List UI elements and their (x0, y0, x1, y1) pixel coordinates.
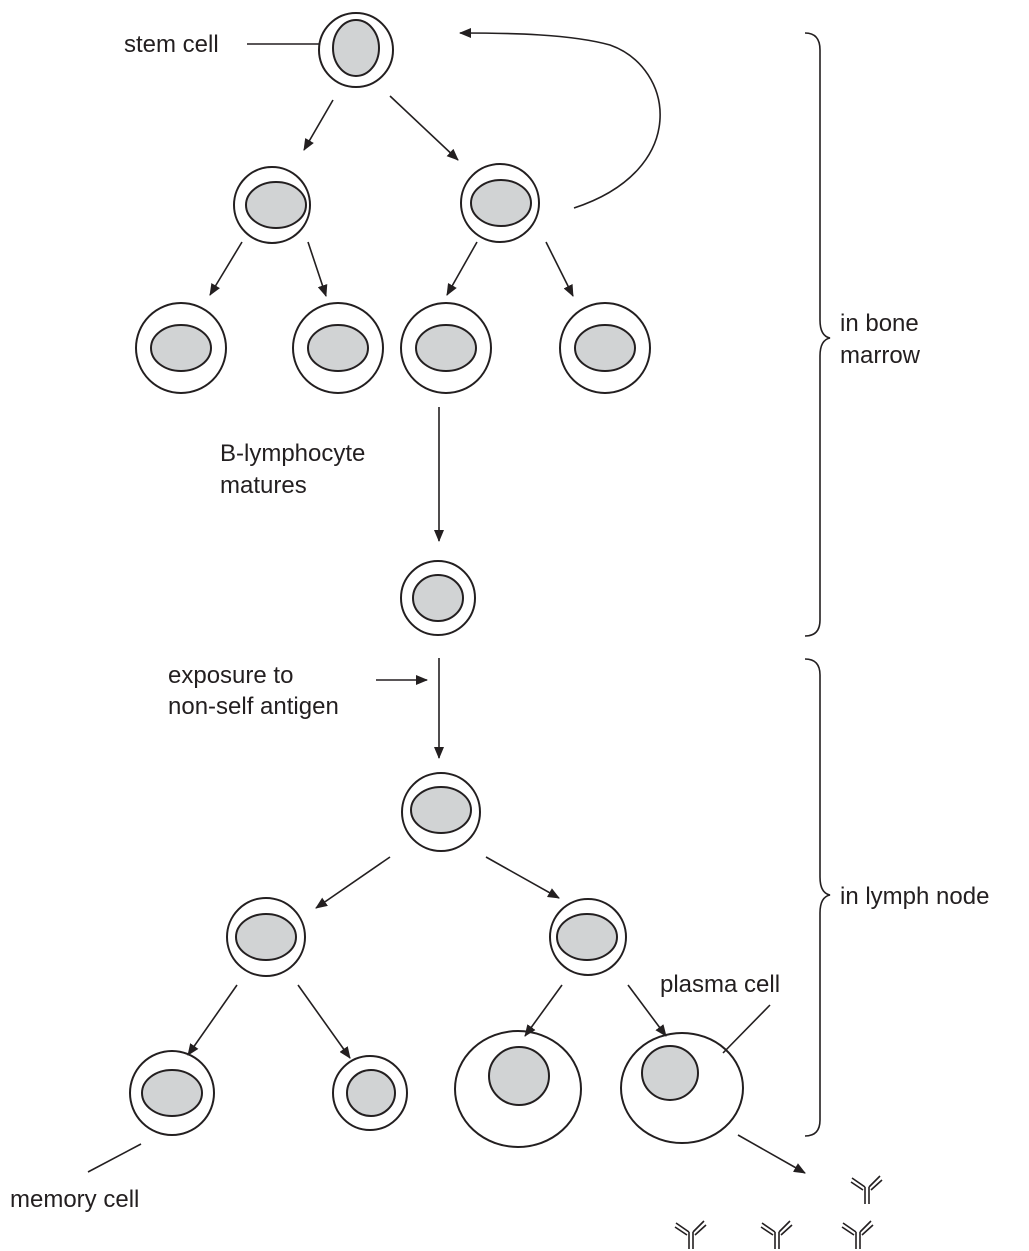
b-lymphocyte-label-line1: B-lymphocyte (220, 440, 365, 467)
arrow-activated-to-right (485, 856, 560, 899)
arrow-stem-to-left (303, 99, 334, 151)
bone-marrow-label-line1: in bone (840, 310, 919, 337)
lymph-node-brace (804, 658, 831, 1137)
daughter-cell-left (233, 166, 311, 244)
exposure-label-line1: exposure to (168, 662, 293, 689)
arrow-right-to-plasma2 (627, 984, 667, 1037)
arrow-right-to-cell4 (545, 241, 574, 297)
memory-cell-label: memory cell (10, 1186, 139, 1213)
mature-b-lymphocyte (400, 560, 476, 636)
arrow-left-to-cell2 (307, 241, 328, 297)
antibody-icon (674, 1220, 707, 1249)
arrow-right-to-plasma1 (524, 984, 563, 1037)
clone-cell-right (549, 898, 627, 976)
b-lymphocyte-label-line2: matures (220, 472, 307, 499)
memory-cell-leader (87, 1143, 142, 1173)
bone-marrow-label-line2: marrow (840, 342, 921, 369)
plasma-cell (620, 1032, 744, 1144)
arrow-self-renewal (459, 28, 661, 209)
arrow-right-to-cell3 (446, 241, 478, 296)
exposure-label-line2: non-self antigen (168, 693, 339, 720)
memory-cell-2 (332, 1055, 408, 1131)
clone-cell-left (226, 897, 306, 977)
bone-marrow-cell-1 (135, 302, 227, 394)
antibody-icon (850, 1175, 883, 1204)
lymph-node-label: in lymph node (840, 883, 989, 910)
plasma-cell-leader (722, 1004, 771, 1054)
antibody-icon (760, 1220, 793, 1249)
arrow-left-to-memory2 (297, 984, 351, 1059)
memory-cell (129, 1050, 215, 1136)
stem-cell (318, 12, 394, 88)
plasma-cell-1 (454, 1030, 582, 1148)
bone-marrow-cell-2 (292, 302, 384, 394)
bone-marrow-cell-3 (400, 302, 492, 394)
daughter-cell-right (460, 163, 540, 243)
bone-marrow-brace (804, 32, 831, 637)
arrow-left-to-cell1 (209, 241, 243, 296)
antibody-icon (841, 1220, 874, 1249)
arrow-antibody-release (737, 1134, 806, 1174)
stem-cell-label: stem cell (124, 31, 219, 58)
arrow-activated-to-left (315, 856, 391, 909)
arrow-left-to-memory (187, 984, 238, 1056)
arrow-stem-to-right (389, 95, 459, 161)
activated-b-lymphocyte (401, 772, 481, 852)
plasma-cell-label: plasma cell (660, 971, 780, 998)
bone-marrow-cell-4 (559, 302, 651, 394)
